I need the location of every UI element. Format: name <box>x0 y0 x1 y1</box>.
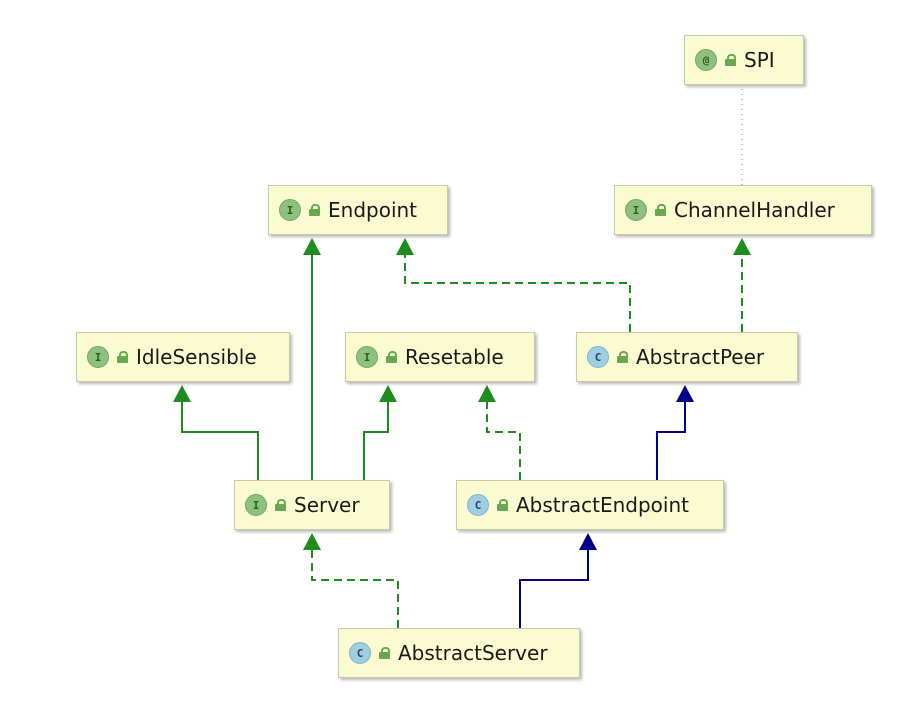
edge-server-to-idlesensible <box>181 401 259 480</box>
lock-icon <box>655 204 666 216</box>
edge-server-to-resetable <box>363 401 389 480</box>
lock-icon <box>617 351 628 363</box>
node-label: SPI <box>744 48 775 72</box>
arrowhead-abstractpeer <box>676 385 694 402</box>
node-abstractpeer[interactable]: C AbstractPeer <box>576 332 798 382</box>
lock-icon <box>379 647 390 659</box>
node-server[interactable]: I Server <box>234 480 390 530</box>
node-label: IdleSensible <box>136 345 257 369</box>
node-abstractendpoint[interactable]: C AbstractEndpoint <box>456 480 724 530</box>
lock-icon <box>386 351 397 363</box>
class-icon: C <box>587 346 609 368</box>
arrowhead-endpoint <box>396 238 414 255</box>
lock-icon <box>275 499 286 511</box>
node-resetable[interactable]: I Resetable <box>345 332 535 382</box>
arrowhead-server <box>303 533 321 550</box>
edge-abstractpeer-to-endpoint <box>404 254 631 332</box>
node-label: Resetable <box>405 345 504 369</box>
annotation-icon: @ <box>695 49 717 71</box>
edge-abstractendpoint-to-abstractpeer <box>656 401 686 480</box>
edge-abstractserver-to-server <box>311 549 399 628</box>
lock-icon <box>309 204 320 216</box>
node-channelhandler[interactable]: I ChannelHandler <box>614 185 872 235</box>
edge-abstractserver-to-abstractendpoint <box>519 549 589 628</box>
class-icon: C <box>467 494 489 516</box>
node-label: AbstractServer <box>398 641 548 665</box>
interface-icon: I <box>356 346 378 368</box>
lock-icon <box>725 54 736 66</box>
arrowhead-resetable <box>379 385 397 402</box>
node-label: Server <box>294 493 360 517</box>
node-abstractserver[interactable]: C AbstractServer <box>338 628 580 678</box>
node-endpoint[interactable]: I Endpoint <box>268 185 448 235</box>
node-spi[interactable]: @ SPI <box>684 35 804 85</box>
arrowhead-idlesensible <box>173 385 191 402</box>
interface-icon: I <box>245 494 267 516</box>
lock-icon <box>117 351 128 363</box>
interface-icon: I <box>87 346 109 368</box>
arrowhead-endpoint <box>303 238 321 255</box>
node-label: Endpoint <box>328 198 418 222</box>
lock-icon <box>497 499 508 511</box>
class-icon: C <box>349 642 371 664</box>
interface-icon: I <box>279 199 301 221</box>
node-idlesensible[interactable]: I IdleSensible <box>76 332 290 382</box>
node-label: AbstractPeer <box>636 345 765 369</box>
arrowhead-resetable <box>478 385 496 402</box>
node-label: AbstractEndpoint <box>516 493 689 517</box>
arrowhead-abstractendpoint <box>579 533 597 550</box>
arrowhead-channelhandler <box>733 238 751 255</box>
node-label: ChannelHandler <box>674 198 835 222</box>
interface-icon: I <box>625 199 647 221</box>
edge-abstractendpoint-to-resetable <box>486 401 521 480</box>
